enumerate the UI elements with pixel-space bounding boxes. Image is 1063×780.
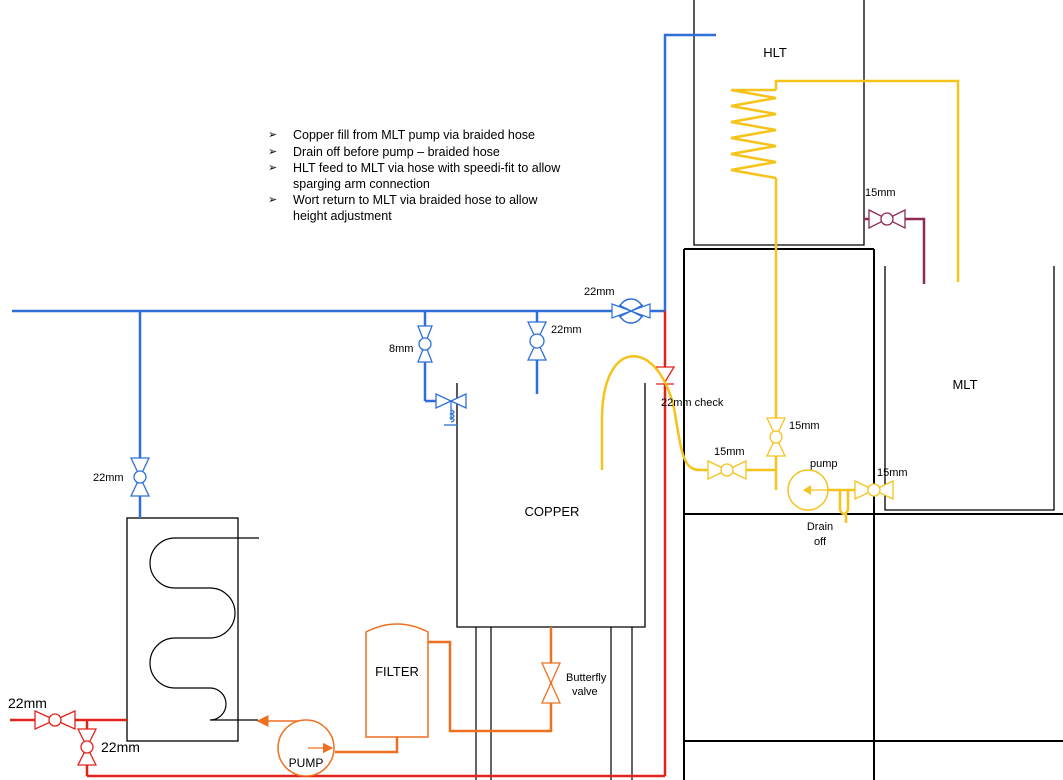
copper-label: COPPER xyxy=(525,504,580,519)
hlt-label: HLT xyxy=(763,45,787,60)
valve-22mm-mid[interactable] xyxy=(526,321,548,361)
main-pump[interactable]: PUMP xyxy=(277,719,335,777)
small-pump-label: pump xyxy=(810,458,838,470)
mlt-label: MLT xyxy=(952,377,977,392)
hot-liquor-lines xyxy=(600,79,960,523)
drain-label-line2: off xyxy=(814,536,827,548)
mains-valve-top-label: 22mm xyxy=(584,286,615,298)
notes-list: Copper fill from MLT pump via braided ho… xyxy=(268,128,568,225)
chiller-valve-label: 22mm xyxy=(93,472,124,484)
chiller xyxy=(126,517,259,742)
valve-22mm-chiller[interactable] xyxy=(129,457,151,497)
valve-22mm-bottom[interactable] xyxy=(76,728,98,766)
small-pump[interactable] xyxy=(787,469,830,511)
butterfly-label-line1: Butterfly xyxy=(566,672,607,684)
main-pump-label: PUMP xyxy=(289,756,324,770)
valve-8mm[interactable] xyxy=(417,325,433,363)
filter-label: FILTER xyxy=(375,664,419,679)
bottom-valve-label: 22mm xyxy=(101,739,140,755)
valve-22mm-mains-top[interactable] xyxy=(611,298,651,324)
stand-frame xyxy=(683,248,1063,780)
note-item: Wort return to MLT via braided hose to a… xyxy=(268,193,568,224)
mlt-vessel: MLT xyxy=(884,266,1055,511)
valve-15mm-left-label: 15mm xyxy=(714,446,745,458)
wort-lines xyxy=(10,311,667,778)
note-item: HLT feed to MLT via hose with speedi-fit… xyxy=(268,161,568,192)
valve-22mm-mid-label: 22mm xyxy=(551,324,582,336)
check-valve-label: 22mm check xyxy=(661,397,724,409)
hlt-valve-label: 15mm xyxy=(865,187,896,199)
valve-15mm-right-label: 15mm xyxy=(789,420,820,432)
filter-vessel: FILTER xyxy=(365,623,429,738)
valve-15mm-hlt[interactable] xyxy=(868,208,906,230)
valve-15mm-right[interactable] xyxy=(765,417,787,457)
float-valve[interactable] xyxy=(435,392,467,426)
inlet-valve-label: 22mm xyxy=(8,695,47,711)
drain-label-line1: Drain xyxy=(807,521,833,533)
labels: 15mm 22mm 8mm 22mm 22mm check 15mm 15mm … xyxy=(8,187,908,755)
cold-water-lines xyxy=(12,33,716,518)
hlt-vessel: HLT xyxy=(693,0,865,246)
note-item: Drain off before pump – braided hose xyxy=(268,145,568,161)
valve-8mm-label: 8mm xyxy=(389,343,413,355)
butterfly-label-line2: valve xyxy=(572,686,598,698)
valve-22mm-inlet[interactable] xyxy=(34,709,76,731)
valve-15mm-left[interactable] xyxy=(707,459,747,481)
note-item: Copper fill from MLT pump via braided ho… xyxy=(268,128,568,144)
valve-15mm-mlt-label: 15mm xyxy=(877,467,908,479)
valve-15mm-mlt[interactable] xyxy=(854,479,894,501)
butterfly-valve[interactable] xyxy=(540,662,562,704)
